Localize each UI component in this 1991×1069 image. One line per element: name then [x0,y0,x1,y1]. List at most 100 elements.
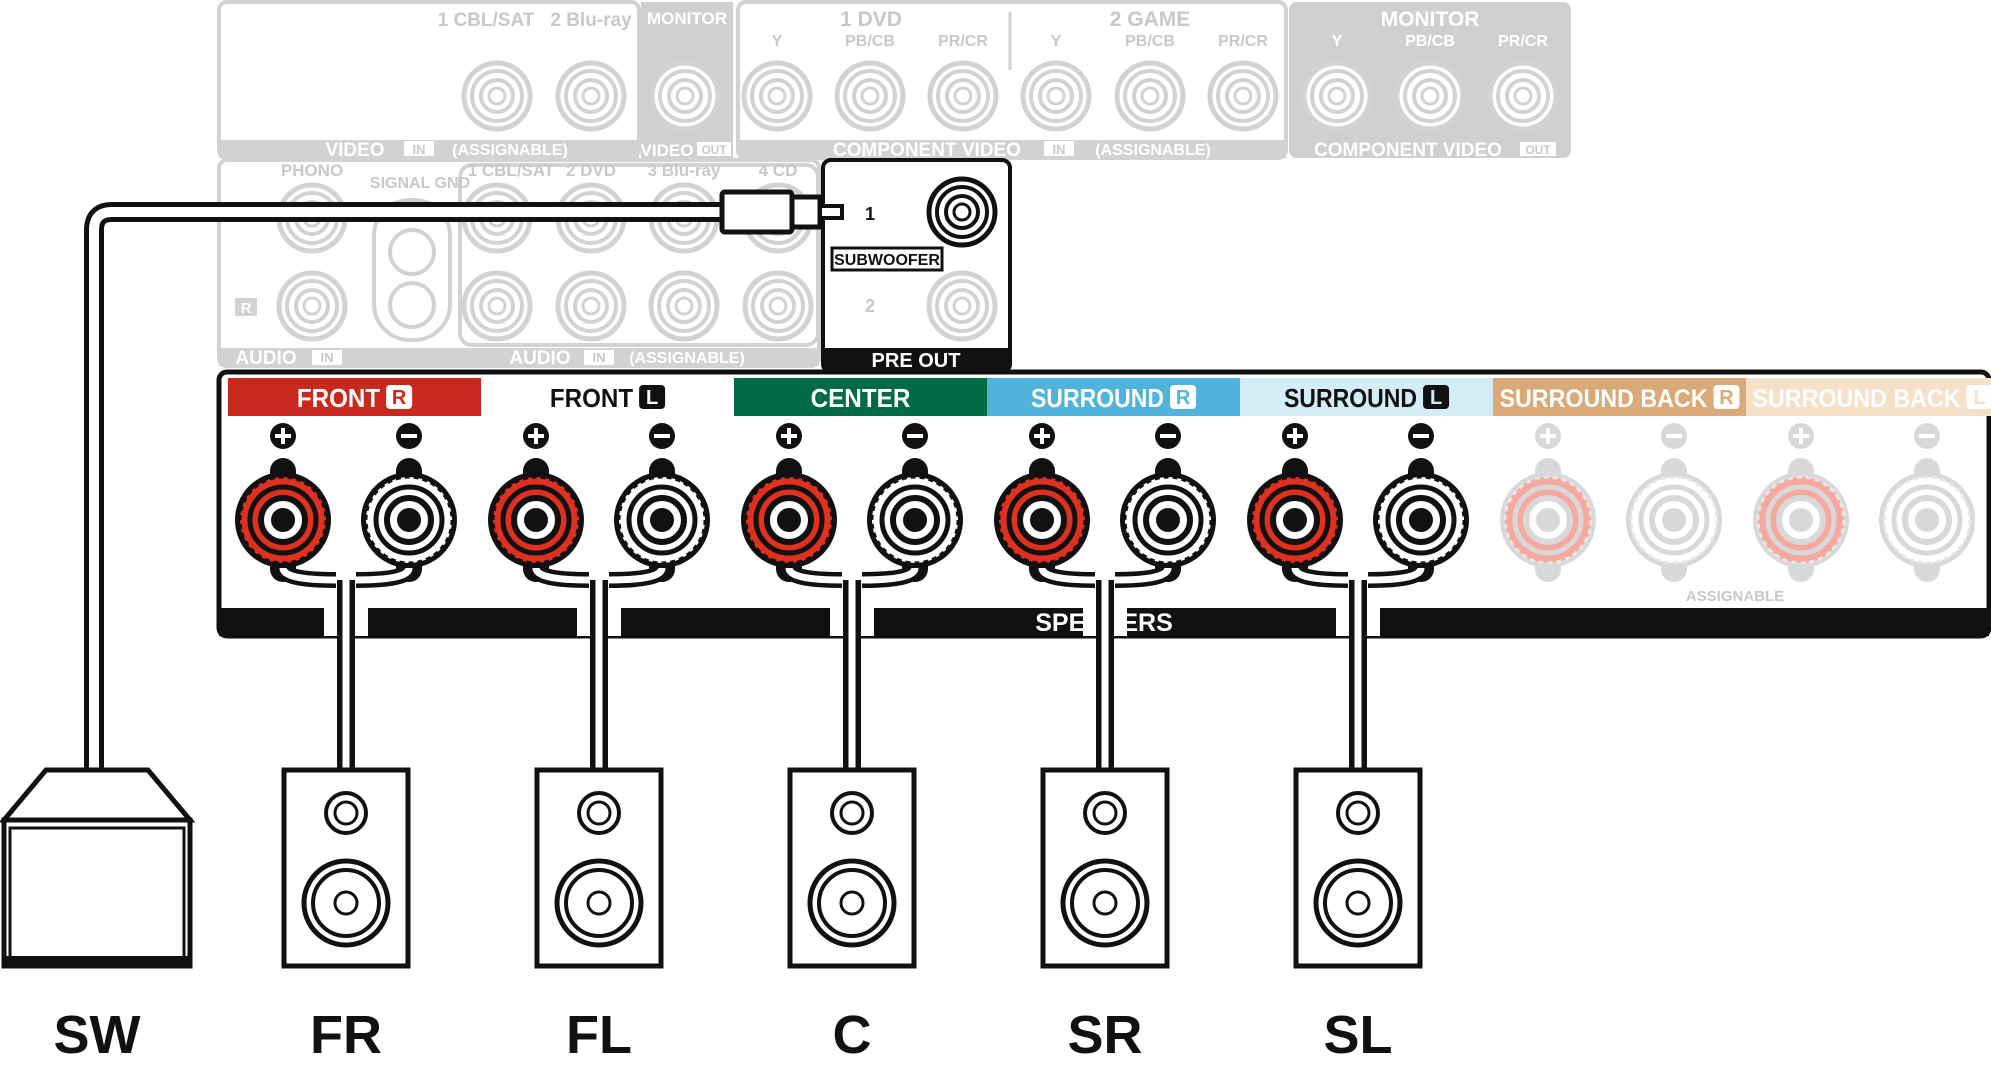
component-out-title: COMPONENT VIDEO [1314,140,1502,161]
subwoofer-cable [84,189,844,775]
monitor-y-jack[interactable] [1304,63,1370,129]
channel-header-7: SURROUND BACK L [1746,378,1991,416]
terminal-plus-6[interactable] [1500,423,1596,582]
channel-badge-letter: R [1719,387,1734,409]
video-in-title: VIDEO [325,140,384,161]
video-bluray-label: 2 Blu-ray [550,10,632,31]
speaker-label: SL [1323,1005,1392,1065]
audio-in-title-right: AUDIO [509,348,570,369]
video-out-title: VIDEO [641,141,694,160]
monitor-y-label: Y [1332,33,1343,50]
speaker-label: FL [566,1005,632,1065]
terminal-minus-4[interactable] [1120,423,1216,582]
speaker-sl: SL [1293,767,1423,1065]
channel-badge [1170,385,1197,409]
monitor-pb-jack[interactable] [1397,63,1463,129]
phono-r-jack[interactable] [279,273,345,339]
terminal-plus-3[interactable] [741,423,837,582]
terminal-minus-7[interactable] [1879,423,1975,582]
channel-label: CENTER [811,383,911,413]
component-in-badge: IN [1053,142,1066,157]
audio-assignable-label: (ASSIGNABLE) [629,350,745,367]
phono-r-badge: R [241,300,252,317]
video-monitor-out-jack[interactable] [652,63,718,129]
component-game-pb-jack[interactable] [1117,63,1183,129]
video-monitor-label: MONITOR [647,9,727,28]
channel-badge [386,385,413,409]
speaker-sr: SR [1040,767,1170,1065]
component-monitor-out-panel: MONITOR Y PB/CB PR/CR COMPONENT VIDEO OU… [1289,2,1571,161]
channel-badge-letter: R [392,387,407,409]
subwoofer-label: SUBWOOFER [834,252,940,269]
video-in-badge: IN [413,142,426,157]
component-game-pr: PR/CR [1218,33,1268,50]
terminal-plus-2[interactable] [488,423,584,582]
audio-bluray-label: 3 Blu-ray [648,161,721,180]
component-dvd-y: Y [772,33,783,50]
video-in-2-jack[interactable] [558,63,624,129]
component-video-in-panel: 1 DVD 2 GAME Y PB/CB PR/CR Y PB/CB PR/CR… [736,0,1288,161]
pre-out-title: PRE OUT [872,350,961,372]
subwoofer-2-jack[interactable] [929,273,995,339]
speaker-cable-2 [528,565,670,770]
preout-1-label: 1 [865,204,875,224]
speaker-label: SW [54,1005,141,1065]
component-game-pr-jack[interactable] [1210,63,1276,129]
terminal-plus-4[interactable] [994,423,1090,582]
speaker-cables [275,565,1429,770]
terminal-minus-2[interactable] [614,423,710,582]
channel-label: SURROUND BACK [1753,385,1961,413]
audio-1-r-jack[interactable] [464,273,530,339]
terminal-minus-5[interactable] [1373,423,1469,582]
rca-plug[interactable] [719,189,795,235]
audio-4-r-jack[interactable] [745,273,811,339]
video-monitor-out-panel: MONITOR VIDEO OUT [641,2,733,160]
terminal-minus-1[interactable] [361,423,457,582]
component-assignable-label: (ASSIGNABLE) [1095,142,1211,159]
video-in-1-jack[interactable] [464,63,530,129]
speaker-terminals [235,423,1975,582]
speaker-cable-4 [1034,565,1176,770]
subwoofer-1-jack[interactable] [929,179,995,245]
terminal-minus-6[interactable] [1626,423,1722,582]
channel-badge-letter: L [1430,387,1442,409]
terminal-minus-3[interactable] [867,423,963,582]
channel-label: FRONT [550,383,633,413]
channel-header-1: FRONT R [228,378,481,416]
speaker-label: SR [1067,1005,1142,1065]
audio-3-r-jack[interactable] [651,273,717,339]
speaker-cable-3 [781,565,923,770]
monitor-pb-label: PB/CB [1405,33,1455,50]
video-out-badge: OUT [701,143,727,157]
terminal-plus-5[interactable] [1247,423,1343,582]
speaker-cable-5 [1287,565,1429,770]
component-dvd-y-jack[interactable] [744,63,810,129]
speaker-fr: FR [281,767,411,1065]
component-dvd-pb-jack[interactable] [837,63,903,129]
speaker-cable-1 [275,565,417,770]
terminal-plus-1[interactable] [235,423,331,582]
component-game-y: Y [1051,33,1062,50]
channel-badge [1713,385,1740,409]
channel-badge-letter: L [1973,387,1985,409]
component-dvd-pr-jack[interactable] [930,63,996,129]
monitor-pr-jack[interactable] [1490,63,1556,129]
speaker-c: C [787,767,917,1065]
audio-2-r-jack[interactable] [558,273,624,339]
channel-label: FRONT [297,383,380,413]
terminal-plus-7[interactable] [1753,423,1849,582]
audio-dvd-label: 2 DVD [566,161,616,180]
audio-in-title-left: AUDIO [235,348,296,369]
component-dvd-pb: PB/CB [845,33,895,50]
channel-badge [1966,385,1991,409]
component-out-badge: OUT [1525,143,1551,157]
audio-in-badge-left: IN [321,350,334,365]
component-dvd-pr: PR/CR [938,33,988,50]
speaker-units: SW FR FL C SR SL [0,767,1423,1065]
component-game-y-jack[interactable] [1023,63,1089,129]
channel-badge [639,385,666,409]
